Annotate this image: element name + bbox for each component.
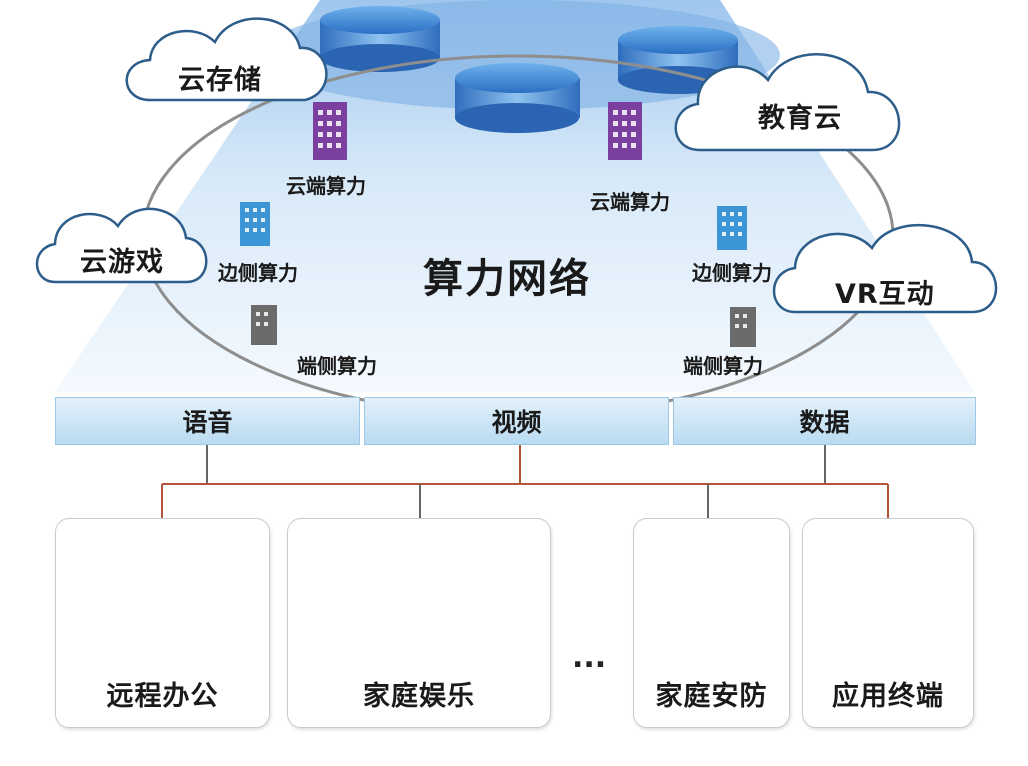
cloud-education-label: 教育云 xyxy=(758,103,842,134)
card-app-terminal: 应用终端 xyxy=(802,518,974,728)
end-compute-label-right: 端侧算力 xyxy=(683,354,763,378)
more-ellipsis: ... xyxy=(572,640,607,675)
cloud-storage-label: 云存储 xyxy=(178,65,262,96)
network-title: 算力网络 xyxy=(423,256,591,302)
card-app-terminal-label: 应用终端 xyxy=(832,681,944,712)
card-home-entertainment-label: 家庭娱乐 xyxy=(363,681,475,712)
card-home-security-label: 家庭安防 xyxy=(655,681,768,712)
cloud-education-shape xyxy=(674,52,901,152)
end-compute-label-left: 端侧算力 xyxy=(297,354,377,378)
cloud-gaming-shape xyxy=(35,207,208,284)
card-remote-office-label: 远程办公 xyxy=(106,681,219,712)
edge-compute-label-left: 边侧算力 xyxy=(218,261,298,285)
card-remote-office: 远程办公 xyxy=(55,518,270,728)
server-drum-left xyxy=(320,6,440,72)
cloud-compute-label-left: 云端算力 xyxy=(286,174,366,198)
cloud-storage-shape xyxy=(125,17,328,102)
edge-compute-label-right: 边侧算力 xyxy=(692,261,772,285)
card-home-security: 家庭安防 xyxy=(633,518,790,728)
channel-voice: 语音 xyxy=(55,397,360,445)
channel-data: 数据 xyxy=(673,397,976,445)
channel-video: 视频 xyxy=(364,397,669,445)
connector-lines xyxy=(161,445,889,518)
card-home-entertainment: 家庭娱乐 xyxy=(287,518,551,728)
server-drum-center xyxy=(455,63,580,133)
cloud-gaming-label: 云游戏 xyxy=(80,247,164,278)
cloud-vr-shape xyxy=(772,224,998,314)
cloud-vr-label: VR互动 xyxy=(835,279,935,310)
cloud-compute-label-right: 云端算力 xyxy=(590,190,670,214)
